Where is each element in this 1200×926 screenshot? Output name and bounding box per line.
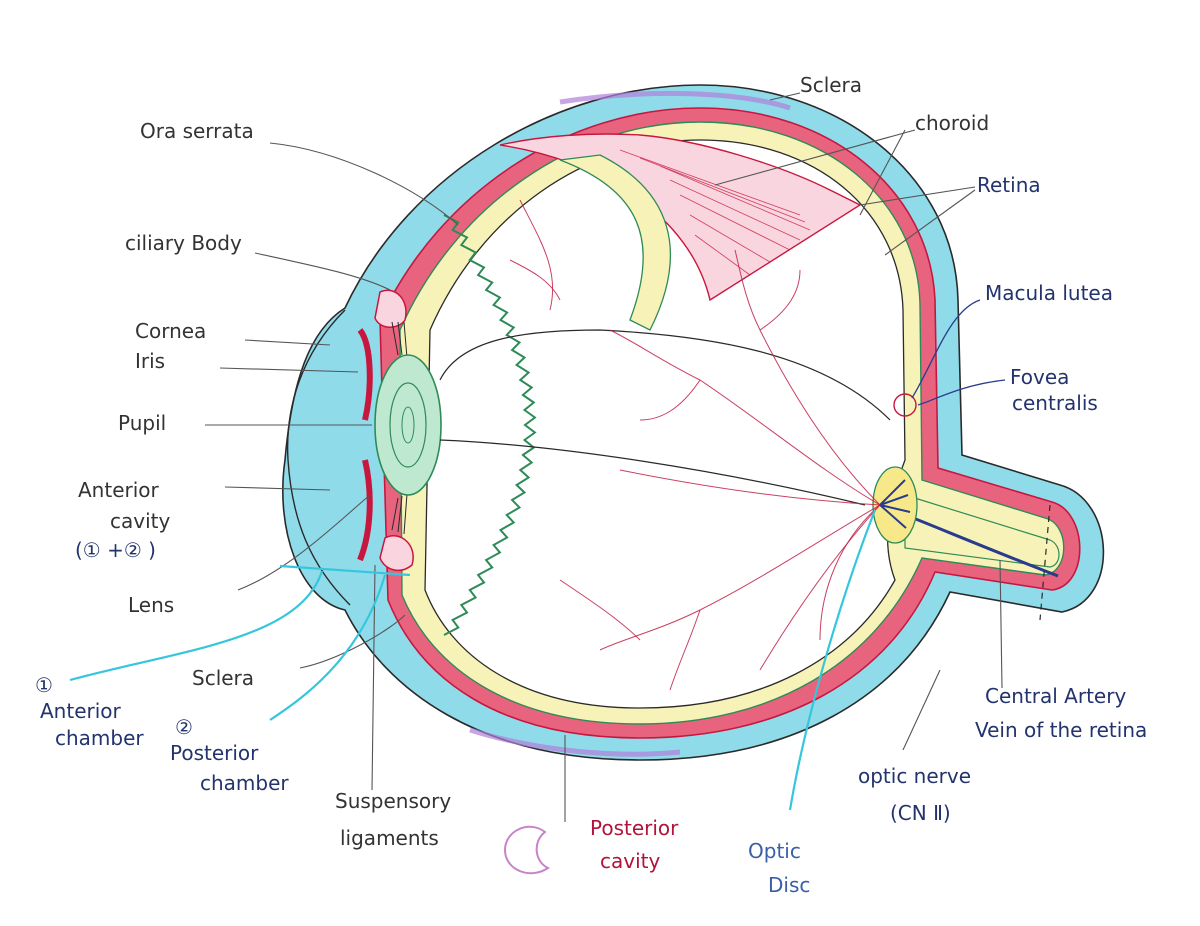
- sclera-purple-highlight-bottom: [469, 727, 681, 757]
- posterior-cavity-marker: [503, 825, 551, 875]
- label-pupil: Pupil: [118, 411, 166, 435]
- hyaloid-canal: [439, 329, 891, 506]
- label-fovea-line2: centralis: [1012, 391, 1098, 415]
- label-posterior-cavity-line1: Posterior: [590, 816, 679, 840]
- label-suspensory-line2: ligaments: [340, 826, 439, 850]
- label-posterior-chamber-line2: chamber: [200, 771, 289, 795]
- label-iris: Iris: [135, 349, 165, 373]
- label-choroid: choroid: [915, 111, 989, 135]
- label-posterior-chamber-line1: Posterior: [170, 741, 259, 765]
- label-optic-disc-line2: Disc: [768, 873, 810, 897]
- label-central-artery-line2: Vein of the retina: [975, 718, 1147, 742]
- label-anterior-cavity-line1: Anterior: [78, 478, 160, 502]
- optic-nerve-core: [904, 494, 1060, 568]
- label-cornea: Cornea: [135, 319, 206, 343]
- label-posterior-chamber-number: ②: [175, 715, 193, 739]
- lens-core: [401, 406, 415, 444]
- label-anterior-chamber-line1: Anterior: [40, 699, 122, 723]
- lens: [374, 354, 442, 496]
- retinal-blood-vessels: [509, 199, 881, 691]
- label-ciliary-body: ciliary Body: [125, 231, 242, 255]
- label-optic-disc-line1: Optic: [748, 839, 801, 863]
- label-anterior-cavity-line3: (① +② ): [75, 538, 156, 562]
- label-suspensory-line1: Suspensory: [335, 789, 451, 813]
- label-macula-lutea: Macula lutea: [985, 281, 1113, 305]
- suspensory-ligaments: [391, 321, 408, 535]
- optic-nerve-dashed-cut: [1039, 504, 1051, 621]
- label-anterior-cavity-line2: cavity: [110, 509, 170, 533]
- macula-lutea-mark: [893, 393, 917, 417]
- label-central-artery-line1: Central Artery: [985, 684, 1126, 708]
- leader-lines: [69, 92, 1006, 822]
- label-optic-nerve-line2: (CN Ⅱ): [890, 801, 951, 825]
- retina-cutaway-yellow: [559, 154, 671, 331]
- sclera-purple-highlight: [559, 90, 791, 111]
- label-anterior-chamber-number: ①: [35, 673, 53, 697]
- label-sclera-bottom: Sclera: [192, 666, 254, 690]
- iris-bottom: [357, 459, 373, 562]
- optic-disc-vessel-fan: [879, 479, 911, 529]
- ciliary-body-bottom: [379, 535, 414, 572]
- cornea: [286, 309, 351, 606]
- label-ora-serrata: Ora serrata: [140, 119, 254, 143]
- label-fovea-line1: Fovea: [1010, 365, 1069, 389]
- label-retina: Retina: [977, 173, 1041, 197]
- lens-inner: [389, 382, 427, 468]
- label-optic-nerve-line1: optic nerve: [858, 764, 971, 788]
- label-anterior-chamber-line2: chamber: [55, 726, 144, 750]
- label-lens: Lens: [128, 593, 174, 617]
- ciliary-body-top: [374, 289, 407, 328]
- ora-serrata-line: [443, 214, 537, 636]
- iris-top: [357, 328, 373, 421]
- label-posterior-cavity-line2: cavity: [600, 849, 660, 873]
- choroid-striations: [619, 149, 811, 276]
- label-sclera-top: Sclera: [800, 73, 862, 97]
